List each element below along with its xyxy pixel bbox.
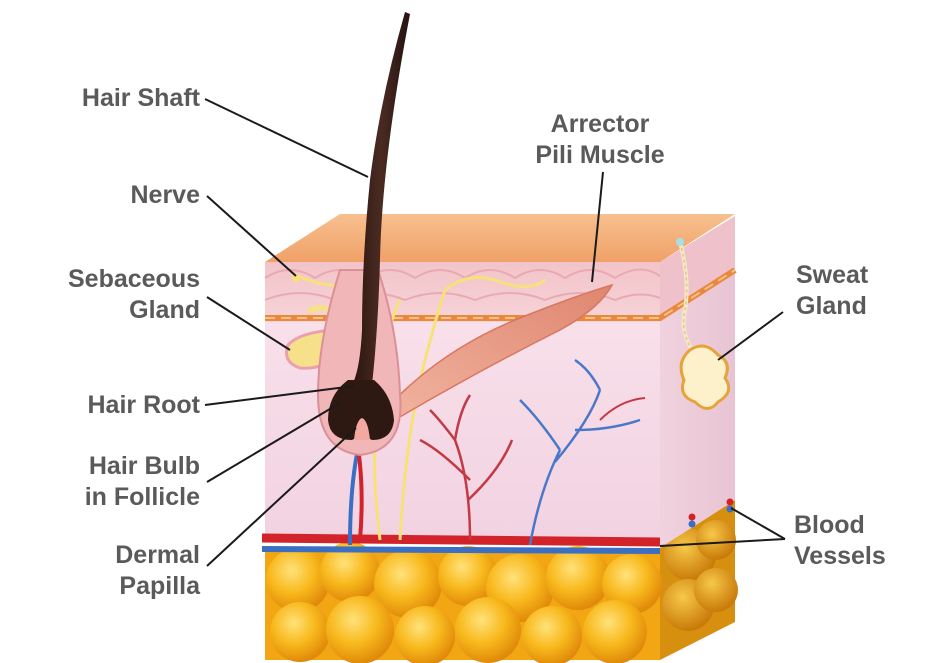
label-arrector-pili-muscle: Arrector Pili Muscle <box>505 109 695 171</box>
label-hair-root: Hair Root <box>30 390 200 421</box>
label-hair-shaft: Hair Shaft <box>30 83 200 114</box>
label-sweat-gland: Sweat Gland <box>796 260 916 322</box>
label-blood-vessels: Blood Vessels <box>794 510 924 572</box>
label-nerve: Nerve <box>100 180 200 211</box>
label-dermal-papilla: Dermal Papilla <box>40 540 200 602</box>
label-sebaceous-gland: Sebaceous Gland <box>20 264 200 326</box>
skin-surface <box>265 214 735 262</box>
label-hair-bulb-in-follicle: Hair Bulb in Follicle <box>20 451 200 513</box>
